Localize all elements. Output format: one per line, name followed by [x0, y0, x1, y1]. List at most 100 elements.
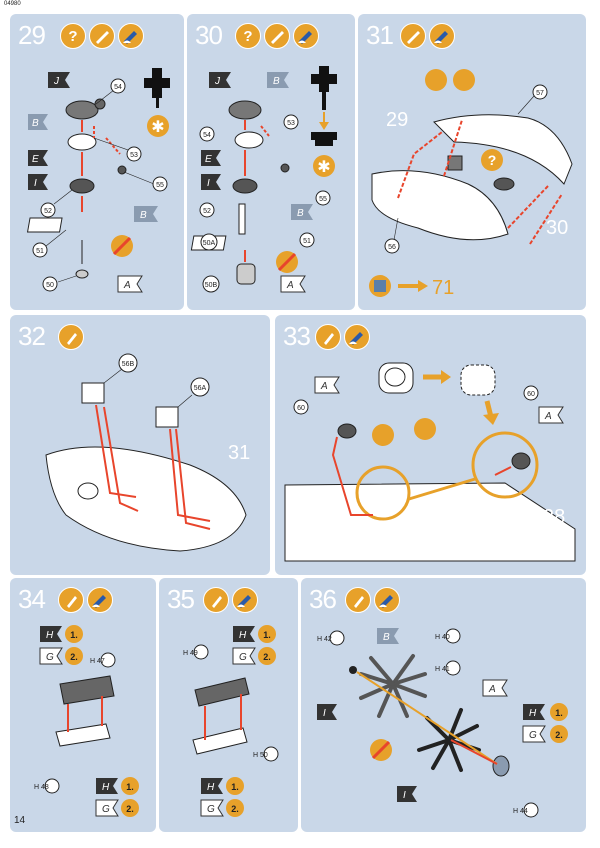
part-callout-52: 52 [199, 202, 215, 218]
part-callout-53: 53 [283, 114, 299, 130]
part-callout-h47: H 47 [90, 652, 116, 668]
glue-icon [315, 324, 341, 350]
color-flag-i: I [28, 174, 48, 190]
svg-text:53: 53 [130, 152, 138, 159]
question-icon: ? [60, 23, 86, 49]
svg-text:2.: 2. [126, 804, 134, 814]
paint-icon [87, 587, 113, 613]
color-flag-b: B [377, 628, 399, 644]
insert-arrow [319, 112, 329, 130]
part-callout-51: 51 [299, 232, 315, 248]
part-callout-h49: H 49 [183, 644, 209, 660]
ref-step-29: 29 [386, 109, 408, 131]
svg-text:1.: 1. [70, 630, 78, 640]
step-number: 34 [18, 584, 46, 614]
part-callout-h40: H 40 [435, 628, 461, 644]
question-icon: ? [235, 23, 261, 49]
svg-text:B: B [32, 118, 39, 129]
svg-text:H 47: H 47 [90, 658, 105, 665]
speaker-part [493, 177, 515, 191]
fuselage-half [45, 446, 247, 552]
question-icon: ? [481, 149, 503, 171]
color-flag-a: A [280, 275, 306, 293]
no-glue-icon [111, 235, 133, 257]
svg-text:52: 52 [44, 208, 52, 215]
color-flag-j: J [209, 72, 231, 88]
part-callout-50: 50 [42, 275, 77, 292]
assembly-arrows [95, 404, 211, 530]
svg-text:I: I [403, 790, 406, 801]
paint-icon [374, 587, 400, 613]
svg-text:B: B [383, 632, 390, 643]
part-callout-52: 52 [40, 189, 73, 218]
step-number: 36 [309, 584, 337, 614]
part-60 [337, 423, 357, 439]
svg-text:H: H [46, 630, 54, 641]
assembly-arrows [244, 120, 270, 262]
brush-icon [264, 23, 290, 49]
spinner-cap [492, 755, 510, 777]
svg-text:A: A [320, 381, 328, 392]
svg-text:A: A [286, 280, 294, 291]
svg-text:I: I [207, 178, 210, 189]
paint-icon [118, 23, 144, 49]
glue-zone-icon [372, 418, 436, 446]
svg-text:50: 50 [46, 282, 54, 289]
step-number: 29 [18, 20, 46, 50]
svg-text:I: I [34, 178, 37, 189]
assembly-arrows [81, 120, 121, 212]
svg-text:52: 52 [203, 208, 211, 215]
svg-text:60: 60 [297, 405, 305, 412]
part-callout-50b: 50B [202, 275, 220, 293]
part-callout-53: 53 [93, 137, 142, 162]
step-29-diagram: J B E I B A ✱ [26, 68, 170, 293]
color-flag-b: B [267, 72, 289, 88]
svg-text:H: H [239, 630, 247, 641]
color-flag-i: I [201, 174, 221, 190]
svg-text:2.: 2. [555, 730, 563, 740]
svg-text:H: H [102, 782, 110, 793]
svg-text:56: 56 [388, 244, 396, 251]
svg-text:I: I [323, 708, 326, 719]
svg-text:A: A [544, 411, 552, 422]
step-30-diagram: J B E I B A ✱ 54 53 55 52 51 50A [190, 66, 337, 293]
color-flag-a: A [314, 376, 340, 394]
assembly-arrows [204, 694, 242, 740]
step-32-panel: 32 56B 56A 31 [10, 315, 270, 575]
part-callout-54: 54 [199, 126, 215, 142]
part-callout-h48: H 48 [34, 778, 60, 794]
part-56a [155, 406, 179, 428]
svg-text:2.: 2. [70, 652, 78, 662]
see-step-arrow [398, 280, 428, 292]
assembly-arrows [67, 696, 103, 732]
svg-text:B: B [273, 76, 280, 87]
part-callout-57: 57 [517, 84, 548, 115]
color-flag-b2: B [134, 206, 158, 222]
svg-text:G: G [239, 652, 247, 663]
svg-text:55: 55 [156, 182, 164, 189]
part-callout-60b: 60 [523, 385, 539, 401]
svg-text:1.: 1. [126, 782, 134, 792]
propeller-silhouette-icon [144, 68, 170, 108]
glue-icon [58, 587, 84, 613]
svg-text:J: J [53, 76, 60, 87]
part-callout-50a: 50A [200, 233, 218, 251]
ref-step-31: 31 [228, 442, 250, 464]
part-callout-h50: H 50 [253, 746, 279, 762]
svg-text:2.: 2. [231, 804, 239, 814]
svg-text:H 42: H 42 [317, 636, 332, 643]
svg-text:55: 55 [319, 196, 327, 203]
part-callout-56b: 56B [103, 353, 138, 384]
paint-icon [429, 23, 455, 49]
fuselage-lower-half [371, 170, 509, 241]
step-32-diagram: 56B 56A 31 [45, 353, 250, 552]
step-33-diagram: A A 60 60 28 [284, 362, 576, 562]
part-47 [59, 675, 115, 705]
